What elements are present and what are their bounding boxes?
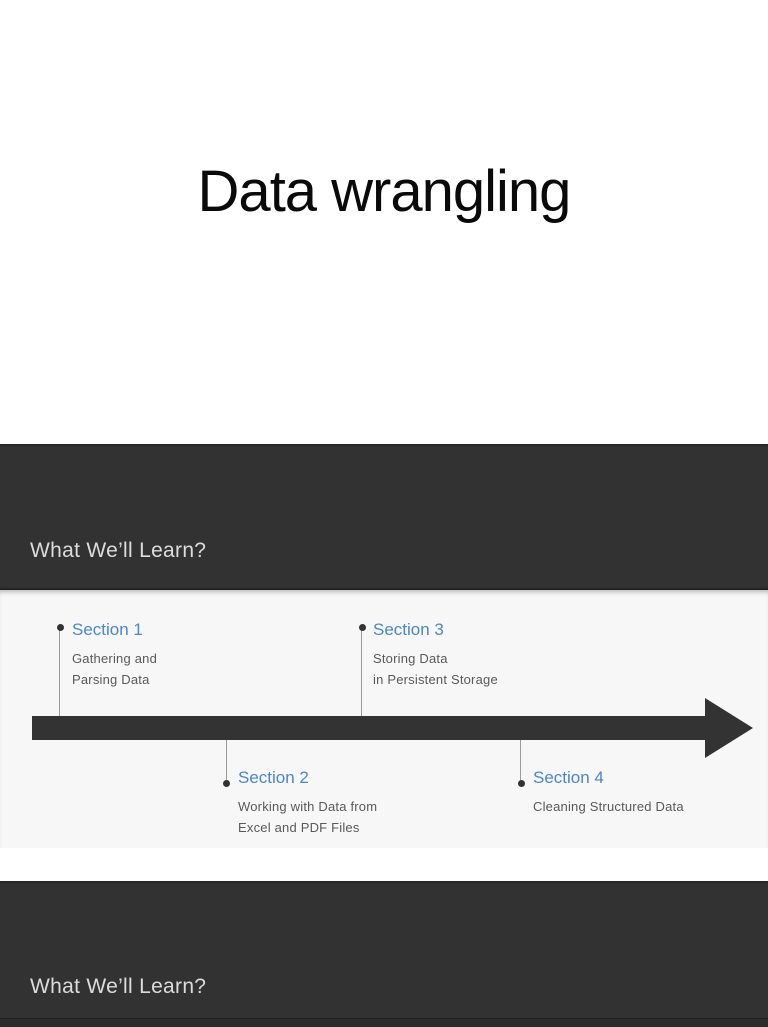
section-3-description-line: Storing Data — [373, 651, 448, 666]
section-2-label: Section 2 — [238, 768, 309, 787]
timeline-connector-section-4 — [520, 740, 521, 780]
timeline-arrow-shaft — [32, 716, 705, 740]
section-2-description-line: Working with Data from — [238, 799, 378, 814]
section-1-description-line: Parsing Data — [72, 672, 150, 687]
timeline-dot-section-3 — [359, 624, 366, 631]
presentation-title: Data wrangling — [197, 159, 572, 224]
timeline-section-1: Section 1 Gathering and Parsing Data — [72, 619, 157, 690]
slide-2-header-band: What We’ll Learn? — [0, 444, 768, 590]
timeline-section-2: Section 2 Working with Data from Excel a… — [238, 767, 377, 838]
timeline-arrowhead — [705, 698, 753, 758]
section-4-description: Cleaning Structured Data — [533, 796, 684, 817]
section-2-description-line: Excel and PDF Files — [238, 820, 360, 835]
timeline-section-4: Section 4 Cleaning Structured Data — [533, 767, 684, 817]
section-4-label: Section 4 — [533, 768, 604, 787]
timeline-connector-section-2 — [226, 740, 227, 780]
section-3-description-line: in Persistent Storage — [373, 672, 498, 687]
slide-2-header-title: What We’ll Learn? — [30, 539, 207, 562]
slide-2-what-well-learn: What We’ll Learn? Section 1 Gathering an… — [0, 444, 768, 848]
timeline-dot-section-4 — [518, 780, 525, 787]
slide-3-header-title: What We’ll Learn? — [30, 975, 207, 998]
section-1-description-line: Gathering and — [72, 651, 157, 666]
slide-3-what-well-learn: What We’ll Learn? — [0, 881, 768, 1027]
section-4-description-line: Cleaning Structured Data — [533, 799, 684, 814]
timeline-dot-section-1 — [57, 624, 64, 631]
timeline-dot-section-2 — [223, 780, 230, 787]
section-3-label: Section 3 — [373, 620, 444, 639]
slide-3-band-bottom-edge — [0, 1018, 768, 1027]
timeline-connector-section-3 — [361, 630, 362, 716]
slide-1-title-slide: Data wrangling — [0, 0, 768, 444]
section-2-description: Working with Data from Excel and PDF Fil… — [238, 796, 377, 838]
section-1-label: Section 1 — [72, 620, 143, 639]
timeline-section-3: Section 3 Storing Data in Persistent Sto… — [373, 619, 498, 690]
section-3-description: Storing Data in Persistent Storage — [373, 648, 498, 690]
section-1-description: Gathering and Parsing Data — [72, 648, 157, 690]
timeline-connector-section-1 — [59, 630, 60, 716]
